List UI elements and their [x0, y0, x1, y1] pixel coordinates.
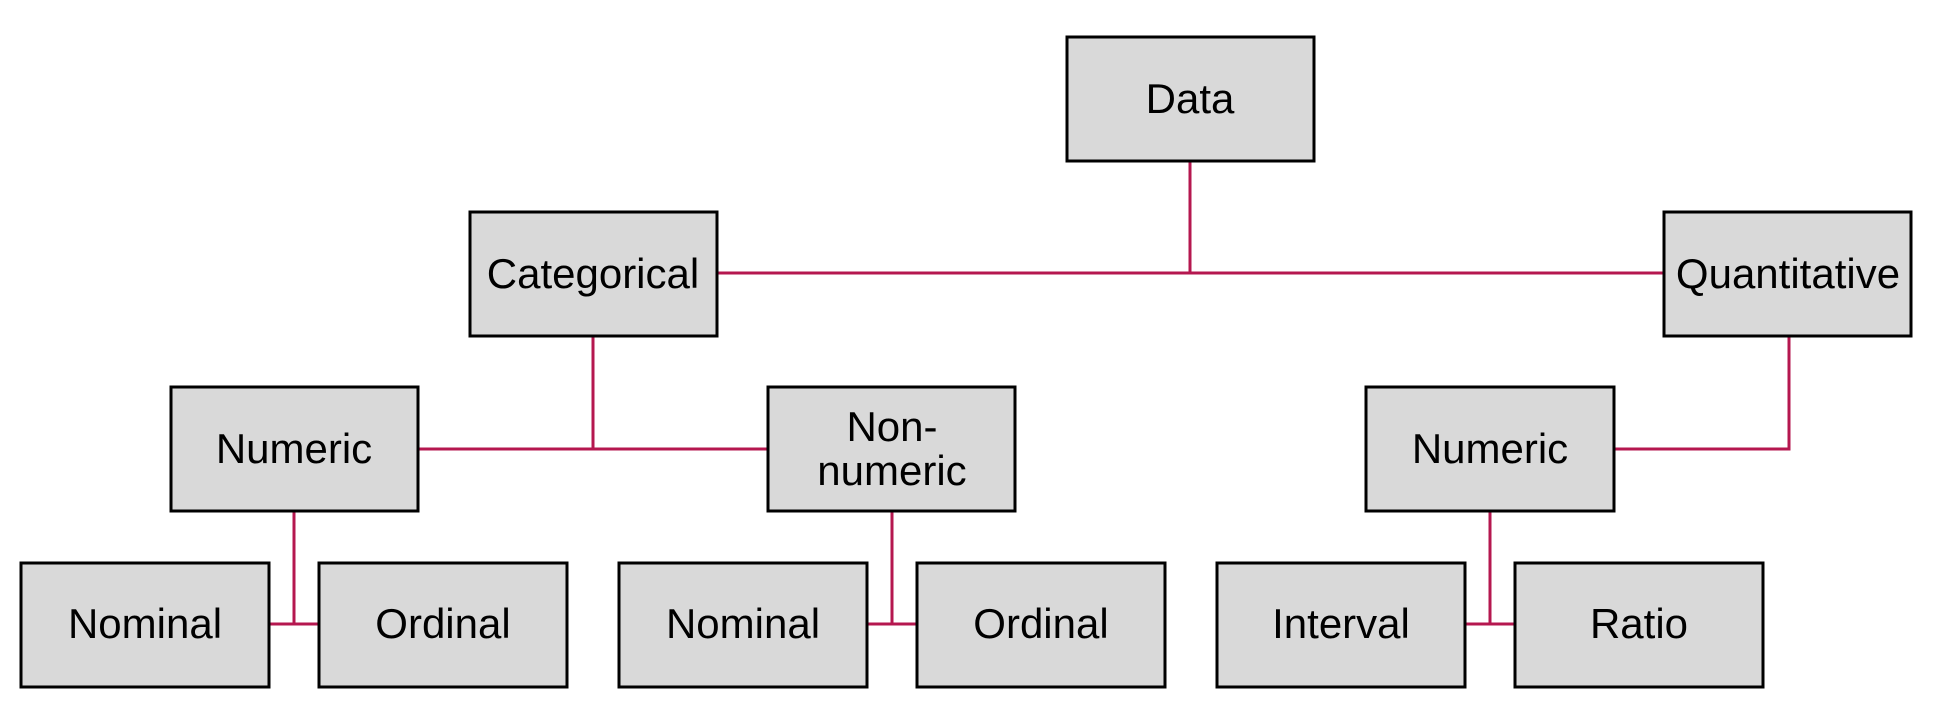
node-quantitative: Quantitative	[1662, 210, 1913, 338]
node-label: Categorical	[487, 250, 699, 297]
node-data: Data	[1065, 35, 1316, 163]
node-box	[19, 561, 271, 689]
node-label: Interval	[1272, 600, 1410, 647]
node-label-line-1: Non-	[846, 403, 937, 450]
node-label: Quantitative	[1676, 250, 1900, 297]
node-label: Ratio	[1590, 600, 1688, 647]
node-categorical-numeric-nominal: Nominal	[19, 561, 271, 689]
node-quantitative-ratio: Ratio	[1513, 561, 1765, 689]
node-box	[1215, 561, 1467, 689]
node-box	[1065, 35, 1316, 163]
node-label: Ordinal	[375, 600, 510, 647]
node-label: Ordinal	[973, 600, 1108, 647]
node-box	[1364, 385, 1616, 513]
node-box	[915, 561, 1167, 689]
node-label-line-2: numeric	[817, 447, 966, 494]
node-label: Data	[1146, 75, 1235, 122]
node-categorical-numeric: Numeric	[169, 385, 420, 513]
node-box	[468, 210, 719, 338]
node-label: Numeric	[216, 425, 372, 472]
node-box	[169, 385, 420, 513]
node-non-numeric-ordinal: Ordinal	[915, 561, 1167, 689]
node-box	[617, 561, 869, 689]
node-box	[317, 561, 569, 689]
node-categorical-non-numeric: Non- numeric	[766, 385, 1017, 513]
node-box	[1513, 561, 1765, 689]
node-box	[766, 385, 1017, 513]
node-quantitative-numeric: Numeric	[1364, 385, 1616, 513]
node-box	[1662, 210, 1913, 338]
node-categorical-numeric-ordinal: Ordinal	[317, 561, 569, 689]
node-quantitative-interval: Interval	[1215, 561, 1467, 689]
node-categorical: Categorical	[468, 210, 719, 338]
node-label: Nominal	[68, 600, 222, 647]
node-label: Numeric	[1412, 425, 1568, 472]
node-label: Nominal	[666, 600, 820, 647]
connectors	[269, 161, 1791, 626]
connector-quantitative-numeric	[1614, 336, 1791, 451]
node-non-numeric-nominal: Nominal	[617, 561, 869, 689]
